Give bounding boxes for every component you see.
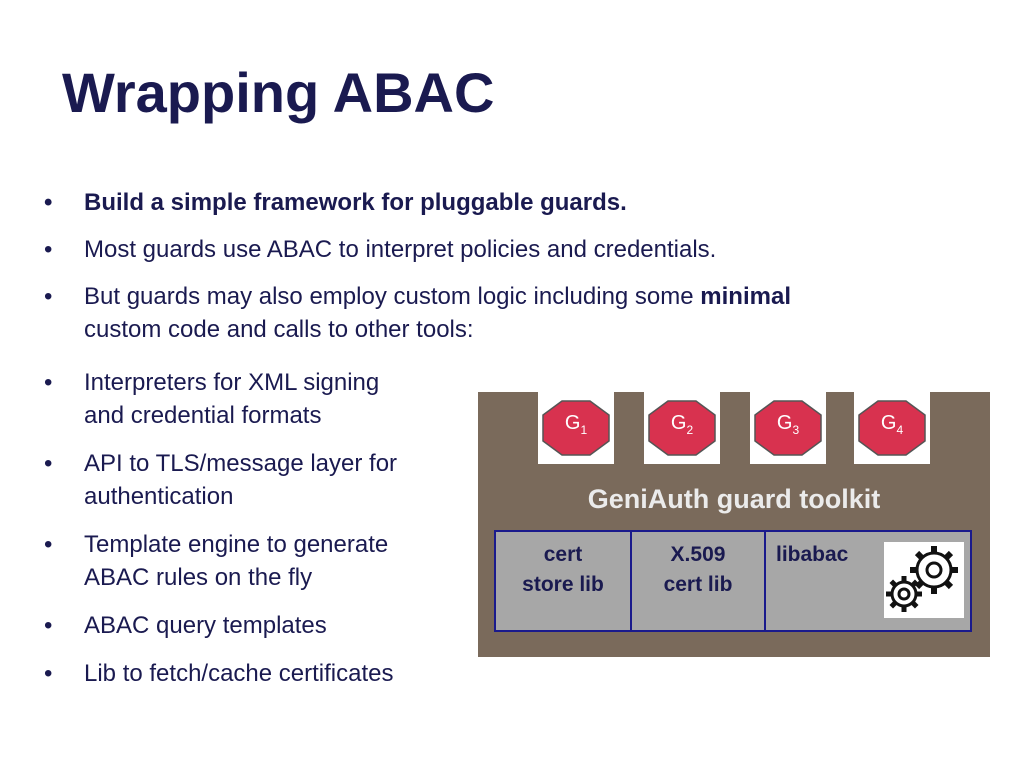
toolkit-title: GeniAuth guard toolkit <box>587 484 881 514</box>
bullet-dot: • <box>44 450 53 477</box>
bullet-text-start: But guards may also employ custom logic … <box>84 283 701 310</box>
bullet-text-line2: and credential formats <box>84 402 322 429</box>
bullet-dot: • <box>44 369 53 396</box>
lib-label-line1: X.509 <box>670 543 726 566</box>
lib-x509: X.509 cert lib <box>630 530 766 632</box>
lib-label-line1: libabac <box>776 543 849 566</box>
lib-label-line2: cert lib <box>663 573 733 596</box>
bullet-text-line2: authentication <box>84 483 234 510</box>
bullet-text-line1: Interpreters for XML signing <box>84 369 380 396</box>
library-row: cert store lib X.509 cert lib libabac <box>494 530 972 632</box>
guard-g1: G1 <box>538 392 614 464</box>
bullet-dot: • <box>44 531 53 558</box>
bullet-text: Most guards use ABAC to interpret polici… <box>84 236 717 263</box>
stop-sign-octagon-icon <box>858 400 926 456</box>
bullet-text-bold: minimal <box>700 283 791 310</box>
guard-label: G3 <box>776 412 800 437</box>
bullet-dot: • <box>44 189 53 216</box>
bullet-item: • Interpreters for XML signing and crede… <box>44 366 474 432</box>
stop-sign-octagon-icon <box>648 400 716 456</box>
bullet-item: • Build a simple framework for pluggable… <box>44 186 944 219</box>
lib-libabac: libabac <box>764 530 972 632</box>
tool-bullet-list: • Interpreters for XML signing and crede… <box>44 366 474 705</box>
gears-icon <box>884 542 964 618</box>
bullet-item: • But guards may also employ custom logi… <box>44 280 944 346</box>
bullet-text-line1: API to TLS/message layer for <box>84 450 398 477</box>
bullet-dot: • <box>44 283 53 310</box>
guard-g4: G4 <box>854 392 930 464</box>
bullet-text-line1: ABAC query templates <box>84 612 327 639</box>
guard-label: G2 <box>670 412 694 437</box>
bullet-text-line2: ABAC rules on the fly <box>84 564 313 591</box>
main-bullet-list: • Build a simple framework for pluggable… <box>44 186 944 346</box>
bullet-dot: • <box>44 236 53 263</box>
bullet-item: • Most guards use ABAC to interpret poli… <box>44 233 944 266</box>
bullet-text-line1: Lib to fetch/cache certificates <box>84 660 394 687</box>
bullet-item: • API to TLS/message layer for authentic… <box>44 447 474 513</box>
bullet-dot: • <box>44 660 53 687</box>
lib-label-line2: store lib <box>522 573 604 596</box>
bullet-dot: • <box>44 612 53 639</box>
guard-toolkit-diagram: G1 G2 G3 G4 GeniAuth guard toolkit cert … <box>478 392 990 657</box>
stop-sign-octagon-icon <box>754 400 822 456</box>
bullet-text-line2: custom code and calls to other tools: <box>84 316 474 343</box>
slide-title: Wrapping ABAC <box>62 61 495 124</box>
bullet-item: • Lib to fetch/cache certificates <box>44 657 474 690</box>
guard-label: G4 <box>880 412 904 437</box>
bullet-text: Build a simple framework for pluggable g… <box>84 189 627 216</box>
guard-g2: G2 <box>644 392 720 464</box>
stop-sign-octagon-icon <box>542 400 610 456</box>
bullet-item: • ABAC query templates <box>44 609 474 642</box>
bullet-item: • Template engine to generate ABAC rules… <box>44 528 474 594</box>
bullet-text-line1: Template engine to generate <box>84 531 389 558</box>
lib-cert-store: cert store lib <box>494 530 632 632</box>
guard-label: G1 <box>564 412 588 437</box>
guard-g3: G3 <box>750 392 826 464</box>
lib-label-line1: cert <box>543 543 583 566</box>
